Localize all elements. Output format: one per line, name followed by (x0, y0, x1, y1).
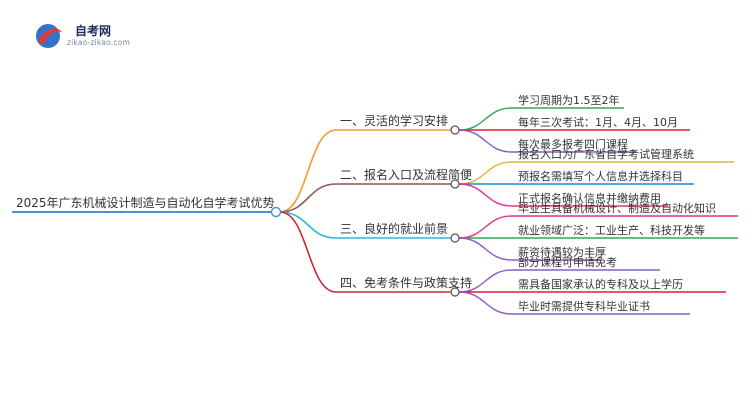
leaf-connector (458, 215, 513, 239)
leaf-label: 毕业生具备机械设计、制造及自动化知识 (518, 201, 716, 215)
root-label: 2025年广东机械设计制造与自动化自学考试优势 (16, 195, 275, 210)
logo-name: 自考网 (75, 24, 112, 38)
branch-label: 四、免考条件与政策支持 (340, 275, 472, 290)
branch-label: 三、良好的就业前景 (340, 221, 448, 236)
leaf-label: 每年三次考试：1月、4月、10月 (518, 115, 678, 129)
branch-node-icon (450, 179, 460, 189)
leaf-connector (458, 183, 513, 207)
leaf-label: 报名入口为广东省自学考试管理系统 (518, 147, 694, 161)
branch-label: 一、灵活的学习安排 (340, 113, 448, 128)
root-node-icon (270, 206, 282, 218)
branch-connector (279, 129, 337, 213)
branch-node-icon (450, 125, 460, 135)
leaf-connector (458, 291, 513, 315)
logo-url: zikao-zikao.com (67, 38, 130, 47)
branch-node-icon (450, 233, 460, 243)
logo-swoosh-icon (38, 28, 62, 44)
leaf-label: 预报名需填写个人信息并选择科目 (518, 169, 683, 183)
leaf-label: 薪资待遇较为丰厚 (518, 245, 606, 259)
branch-node-icon (450, 287, 460, 297)
leaf-connector (458, 129, 513, 153)
leaf-label: 需具备国家承认的专科及以上学历 (518, 277, 683, 291)
branch-connector (279, 211, 337, 239)
leaf-label: 部分课程可申请免考 (518, 255, 617, 269)
logo-mark (36, 24, 62, 48)
branch-label: 二、报名入口及流程简便 (340, 167, 472, 182)
leaf-label: 正式报名确认信息并缴纳费用 (518, 191, 661, 205)
leaf-label: 毕业时需提供专科毕业证书 (518, 299, 650, 313)
branch-connector (279, 211, 337, 293)
leaf-connector (458, 237, 513, 261)
leaf-connector (458, 107, 513, 131)
branch-connector (279, 183, 337, 213)
leaf-label: 每次最多报考四门课程 (518, 137, 628, 151)
leaf-label: 学习周期为1.5至2年 (518, 93, 620, 107)
leaf-label: 就业领域广泛：工业生产、科技开发等 (518, 223, 705, 237)
